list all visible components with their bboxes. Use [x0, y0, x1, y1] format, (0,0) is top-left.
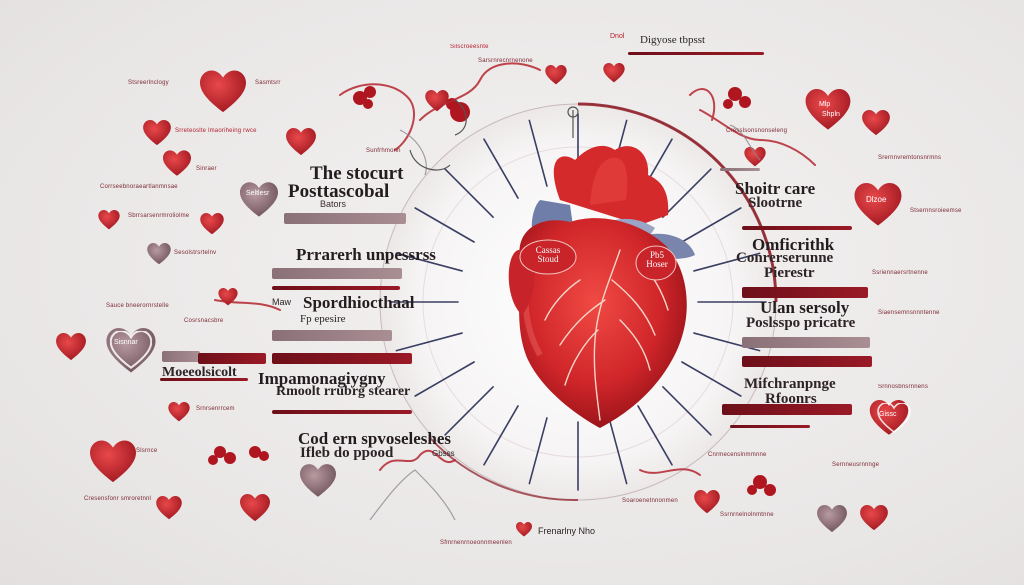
micro-text: Sernneusrnnnge: [832, 462, 880, 468]
right-heading-1-sub: Slootrne: [748, 195, 803, 211]
left-bar-6: [198, 353, 266, 364]
micro-text: Ssriennaersrtnenne: [872, 270, 928, 276]
micro-text: Cresslsonsnonseleng: [726, 128, 788, 134]
dial-ray: [395, 252, 463, 272]
dial-ray: [395, 332, 463, 352]
micro-text: Cnrmecenslnmmnne: [708, 452, 767, 458]
heart-tag-left-1: Sisnnar: [114, 339, 138, 346]
micro-text: Sfmrnenrnoeonnmeenlen: [440, 540, 512, 546]
dial-ray: [528, 119, 548, 187]
right-heading-4: Mifchranpnge: [744, 376, 836, 392]
left-bar-7: [272, 353, 412, 364]
right-heading-3-b: Poslsspo pricatre: [746, 315, 856, 331]
micro-text: Ssrnrnelnolnmtnne: [720, 512, 774, 518]
micro-text: Sbrrsarsenrmroliolme: [128, 213, 190, 219]
right-heading-2-b: Conrerserunne: [736, 250, 834, 266]
heart-tag-right-4: Shpln: [822, 111, 840, 118]
heart-label-left: Cassas Stoud: [535, 245, 561, 265]
bottom-caption: Frenarlny Nho: [538, 526, 596, 536]
micro-text: Sinraer: [196, 166, 217, 172]
right-heading-2-c: Pierestr: [764, 265, 815, 281]
left-heading-1: The stocurt: [310, 163, 404, 184]
right-heading-1: Shoitr care: [735, 179, 816, 198]
heart-label-right: Pb5 Hoser: [646, 250, 668, 270]
left-heading-4-prefix: Maw: [272, 297, 292, 307]
micro-text: Siaensemnsnnntenne: [878, 310, 940, 316]
left-heading-4-sub: Fp epesire: [300, 313, 346, 325]
left-heading-3: Prrarerh unpessrss: [296, 245, 436, 264]
dial-ray: [662, 386, 712, 436]
left-heading-6-sub: Rmoolt rrubrg stearer: [276, 384, 411, 399]
right-bar-4: [742, 337, 870, 348]
micro-text: Sunfrhmonn: [366, 148, 401, 154]
micro-text: Sauce bneerornrstelle: [106, 303, 169, 309]
left-heading-7: Cod ern spvoseleshes: [298, 429, 452, 448]
micro-text: Srernnvremtonsnrmns: [878, 155, 942, 161]
left-heading-2-sub: Bators: [320, 199, 347, 209]
dial-ray: [528, 417, 548, 485]
dial-ray: [444, 168, 494, 218]
right-heading-4-b: Rfoonrs: [765, 391, 817, 407]
left-heading-7-sub: Ifleb do ppood: [300, 445, 394, 461]
micro-text: Srreteoslte lmaoriheing rwce: [175, 128, 257, 134]
micro-text: Sasmtsrr: [255, 80, 281, 86]
micro-text: Stsernnsroieemse: [910, 208, 962, 214]
dial-ray: [444, 386, 494, 436]
dial-ray: [414, 361, 475, 397]
left-heading-4: Spordhiocthaal: [303, 293, 415, 312]
micro-text: Cosrsnacsbre: [184, 318, 224, 324]
left-bar-5: [162, 351, 200, 362]
heart-tag-left-2: Seltlesr: [246, 190, 270, 197]
left-bar-9: [160, 378, 248, 381]
micro-text: Slsrnce: [136, 448, 158, 454]
blood-cell-clusters: [208, 86, 776, 496]
left-heading-6: Impamonagiygny: [258, 369, 386, 388]
right-bar-3: [742, 287, 868, 298]
micro-text: Sesolstrsrtelnv: [174, 250, 217, 256]
anatomical-heart-illustration: [508, 145, 695, 428]
right-heading-2: Omficrithk: [752, 235, 835, 254]
right-top-heading: Digyose tbpsst: [640, 34, 706, 46]
left-bar-2: [272, 268, 402, 279]
dial-ray: [681, 207, 742, 243]
left-bar-3: [272, 286, 400, 290]
right-bar-7: [730, 425, 810, 428]
micro-text: Srnnosbnsrnnens: [878, 384, 929, 390]
dial-ray: [414, 207, 475, 243]
right-bar-5: [742, 356, 872, 367]
small-chip-label: Gbsss: [432, 449, 455, 458]
heart-tag-right-1: Dlzoe: [866, 195, 887, 204]
micro-text: Silscroeesnte: [450, 44, 489, 50]
right-bar-top: [628, 52, 764, 55]
dial-ray: [483, 138, 519, 199]
dial-ray: [662, 168, 712, 218]
micro-text: Cresensfonr smroretnnl: [84, 496, 152, 502]
micro-text: Corrseebnoraeartlanmnsae: [100, 184, 178, 190]
left-bar-1: [284, 213, 406, 224]
heart-tag-right-3: Mlp: [819, 101, 831, 108]
micro-text: Sarsrnrecnrnenone: [478, 58, 533, 64]
left-bar-4: [272, 330, 392, 341]
micro-text: Srnrsenrrcem: [196, 406, 235, 412]
right-heading-3: Ulan sersoly: [760, 298, 850, 317]
right-top-prefix: Dnol: [610, 33, 625, 40]
heart-tag-right-2: Gissc: [879, 411, 897, 418]
micro-text: Soaroenetnnonmen: [622, 498, 678, 504]
left-bar-8: [272, 410, 412, 414]
dial-ray: [637, 405, 673, 466]
dial-ray: [483, 405, 519, 466]
left-heading-5: Moeeolsicolt: [162, 365, 237, 380]
micro-text: Stsreerlnclogy: [128, 80, 169, 86]
dial-ray: [608, 417, 628, 485]
right-bar-2: [742, 226, 852, 230]
dial-ray: [693, 252, 761, 272]
right-bar-6: [722, 404, 852, 415]
dial-ray: [681, 361, 742, 397]
left-heading-2: Posttascobal: [288, 181, 390, 202]
right-bar-1: [720, 168, 760, 171]
